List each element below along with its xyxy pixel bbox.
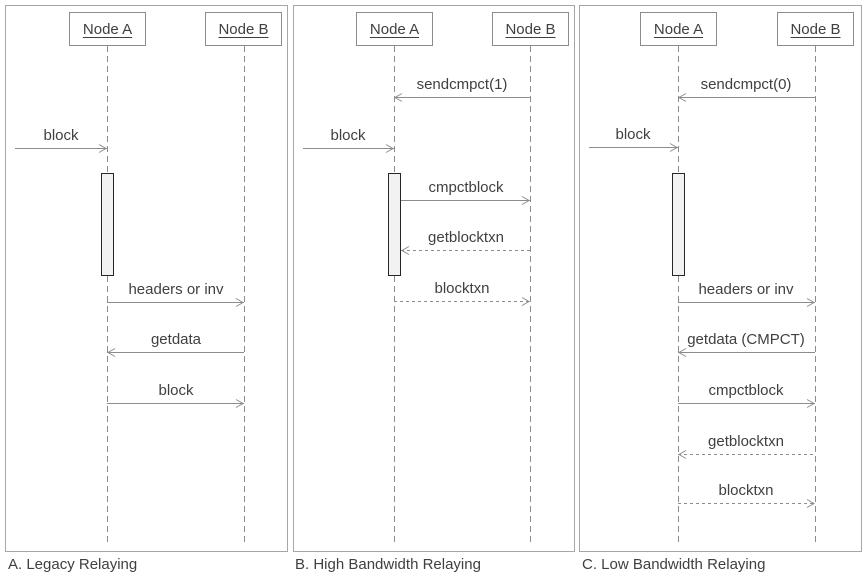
arrowhead-left-icon: [106, 347, 118, 358]
arrowhead-right-icon: [519, 296, 531, 307]
arrowhead-left-icon: [393, 92, 405, 103]
panel-high-bandwidth-relaying: Node A Node B sendcmpct(1) block cmpctbl…: [293, 5, 575, 552]
arrowhead-right-icon: [804, 498, 816, 509]
arrowhead-left-icon: [677, 347, 689, 358]
message-label-block: block: [158, 382, 194, 399]
lifeline-node-a: [107, 46, 108, 544]
node-b-box: Node B: [777, 12, 854, 46]
caption-legacy-relaying: A. Legacy Relaying: [8, 556, 138, 573]
message-label-block-in: block: [43, 127, 79, 144]
activation-bar-node-a: [388, 173, 401, 276]
message-label-getdata: getdata: [150, 331, 202, 348]
lifeline-node-a: [394, 46, 395, 544]
arrowhead-right-icon: [519, 195, 531, 206]
message-label-block-in: block: [330, 127, 366, 144]
node-a-label: Node A: [82, 20, 133, 38]
message-label-sendcmpct: sendcmpct(1): [416, 76, 508, 93]
message-arrow-sendcmpct: [677, 93, 815, 102]
arrowhead-right-icon: [96, 143, 108, 154]
message-label-headers-or-inv: headers or inv: [128, 281, 224, 298]
message-label-blocktxn: blocktxn: [718, 482, 774, 499]
message-arrow-block-in: [589, 143, 679, 152]
lifeline-node-a: [678, 46, 679, 544]
node-a-label: Node A: [369, 20, 420, 38]
message-arrow-blocktxn: [394, 297, 531, 306]
message-label-cmpctblock: cmpctblock: [708, 382, 784, 399]
node-b-box: Node B: [205, 12, 282, 46]
message-arrow-block: [107, 399, 245, 408]
node-b-label: Node B: [505, 20, 556, 38]
message-arrow-headers-or-inv: [107, 298, 245, 307]
message-arrow-cmpctblock: [401, 196, 531, 205]
arrowhead-right-icon: [383, 143, 395, 154]
message-label-blocktxn: blocktxn: [434, 280, 490, 297]
arrowhead-right-icon: [667, 142, 679, 153]
lifeline-node-b: [815, 46, 816, 544]
arrowhead-left-icon: [677, 92, 689, 103]
message-arrow-blocktxn: [678, 499, 816, 508]
arrowhead-right-icon: [233, 297, 245, 308]
message-arrow-getdata: [106, 348, 244, 357]
message-label-getblocktxn: getblocktxn: [428, 229, 504, 246]
message-label-cmpctblock: cmpctblock: [428, 179, 504, 196]
message-label-block-in: block: [615, 126, 651, 143]
message-arrow-getdata-cmpct: [677, 348, 815, 357]
message-arrow-getblocktxn: [400, 246, 530, 255]
caption-low-bandwidth-relaying: C. Low Bandwidth Relaying: [582, 556, 766, 573]
message-arrow-cmpctblock: [678, 399, 816, 408]
panel-low-bandwidth-relaying: Node A Node B sendcmpct(0) block headers…: [579, 5, 862, 552]
arrowhead-right-icon: [233, 398, 245, 409]
arrowhead-right-icon: [804, 297, 816, 308]
message-arrow-sendcmpct: [393, 93, 530, 102]
message-arrow-block-in: [15, 144, 108, 153]
caption-high-bandwidth-relaying: B. High Bandwidth Relaying: [295, 556, 481, 573]
lifeline-node-b: [530, 46, 531, 544]
panel-legacy-relaying: Node A Node B block headers or inv getda…: [5, 5, 288, 552]
message-arrow-block-in: [303, 144, 395, 153]
message-label-headers-or-inv: headers or inv: [698, 281, 794, 298]
activation-bar-node-a: [672, 173, 685, 276]
message-arrow-headers-or-inv: [678, 298, 816, 307]
node-b-label: Node B: [218, 20, 269, 38]
node-b-box: Node B: [492, 12, 569, 46]
arrowhead-left-icon: [677, 449, 689, 460]
activation-bar-node-a: [101, 173, 114, 276]
node-b-label: Node B: [790, 20, 841, 38]
node-a-box: Node A: [356, 12, 433, 46]
node-a-label: Node A: [653, 20, 704, 38]
lifeline-node-b: [244, 46, 245, 544]
arrowhead-right-icon: [804, 398, 816, 409]
message-label-sendcmpct: sendcmpct(0): [700, 76, 792, 93]
node-a-box: Node A: [640, 12, 717, 46]
node-a-box: Node A: [69, 12, 146, 46]
message-label-getblocktxn: getblocktxn: [708, 433, 784, 450]
arrowhead-left-icon: [400, 245, 412, 256]
message-arrow-getblocktxn: [677, 450, 815, 459]
message-label-getdata-cmpct: getdata (CMPCT): [687, 331, 805, 348]
